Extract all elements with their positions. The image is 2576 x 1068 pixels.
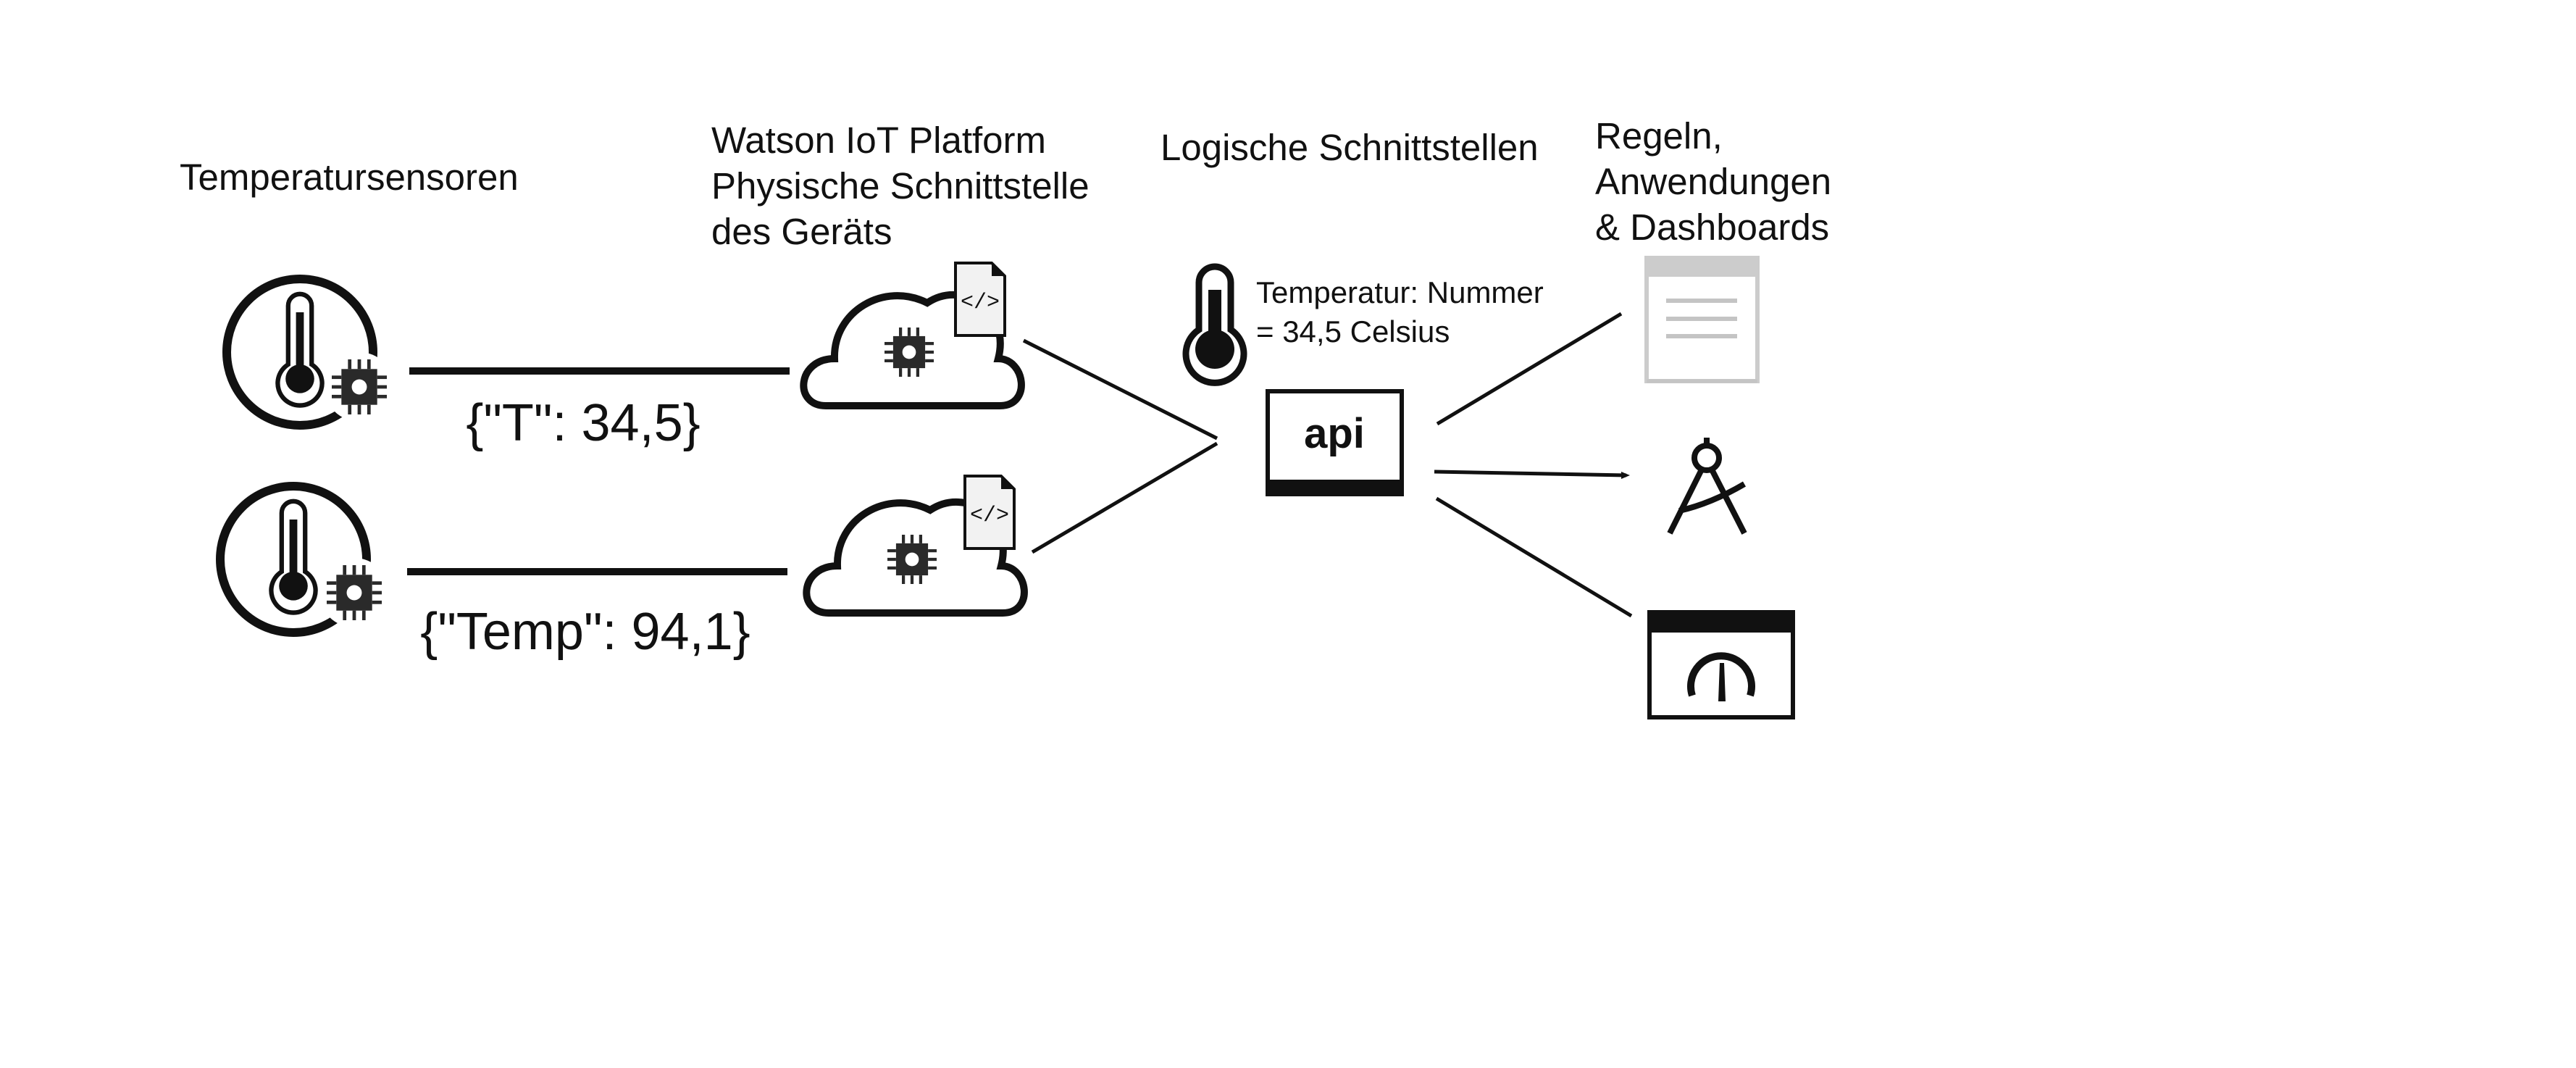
- api-label: api: [1304, 410, 1365, 457]
- code-document-icon: </>: [954, 262, 1006, 337]
- heading-platform-line-2: Physische Schnittstelle: [711, 165, 1090, 206]
- connector-cloud-2-api: [1031, 441, 1218, 554]
- payload-bottom: {"Temp": 94,1}: [420, 603, 750, 661]
- thermometer-chip-icon: [222, 275, 394, 430]
- heading-apps-line-3: & Dashboards: [1595, 206, 1829, 248]
- connector-api-apps: [1434, 470, 1627, 477]
- heading-apps-line-2: Anwendungen: [1595, 161, 1831, 202]
- svg-text:</>: </>: [970, 504, 1009, 528]
- thermometer-icon: [1182, 263, 1247, 386]
- document-lines-icon: [1644, 256, 1760, 383]
- heading-logical: Logische Schnittstellen: [1161, 127, 1539, 168]
- code-document-icon: </>: [963, 475, 1016, 550]
- payload-top: {"T": 34,5}: [466, 394, 700, 452]
- arrowhead-api-apps: [1621, 472, 1630, 479]
- heading-platform-line-1: Watson IoT Platform: [711, 120, 1046, 161]
- api-icon: api: [1266, 389, 1404, 496]
- heading-platform-line-3: des Geräts: [711, 211, 892, 252]
- compass-icon: [1667, 438, 1747, 535]
- thermometer-chip-icon: [216, 482, 389, 637]
- connector-cloud-1-api: [1022, 338, 1218, 441]
- connector-api-rules: [1436, 312, 1623, 426]
- logical-note-line-2: = 34,5 Celsius: [1256, 314, 1450, 349]
- heading-sensors: Temperatursensoren: [180, 157, 519, 198]
- svg-text:</>: </>: [961, 291, 1000, 315]
- gauge-dashboard-icon: [1647, 610, 1795, 719]
- heading-apps-line-1: Regeln,: [1595, 115, 1723, 157]
- connector-api-dashboard: [1435, 496, 1633, 618]
- logical-note-line-1: Temperatur: Nummer: [1256, 275, 1544, 309]
